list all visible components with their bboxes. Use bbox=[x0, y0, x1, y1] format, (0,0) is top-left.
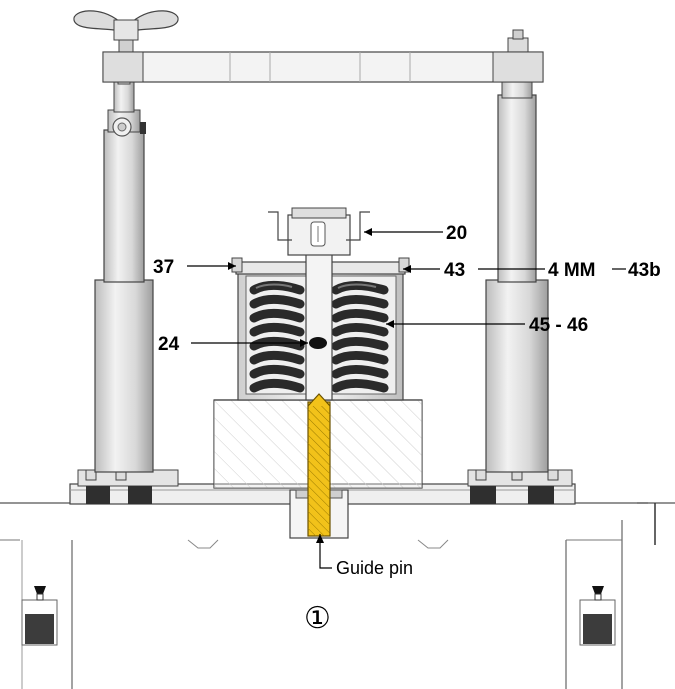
label-guide-pin: Guide pin bbox=[336, 558, 413, 578]
label-part-37: 37 bbox=[153, 257, 174, 278]
right-column bbox=[467, 29, 573, 504]
label-part-20: 20 bbox=[446, 223, 467, 244]
central-rod bbox=[305, 249, 333, 401]
guide-pin bbox=[307, 393, 331, 537]
label-part-43: 43 bbox=[444, 260, 465, 281]
callout-labels: 20 37 43 4 MM 43b 24 45 - 46 Guide pin ① bbox=[153, 223, 661, 636]
top-cap bbox=[268, 207, 370, 256]
label-part-43b: 43b bbox=[628, 260, 661, 281]
left-door-latch bbox=[21, 586, 58, 646]
right-door-latch bbox=[579, 586, 616, 646]
left-column bbox=[77, 69, 179, 504]
station-number: ① bbox=[304, 601, 331, 636]
top-cross-beam bbox=[102, 51, 544, 83]
leader-lines bbox=[187, 228, 626, 569]
wing-nut bbox=[73, 10, 179, 55]
coil-springs bbox=[249, 280, 389, 393]
label-part-45-46: 45 - 46 bbox=[529, 315, 588, 336]
label-part-24: 24 bbox=[158, 334, 180, 355]
label-gap-4mm: 4 MM bbox=[548, 260, 596, 281]
